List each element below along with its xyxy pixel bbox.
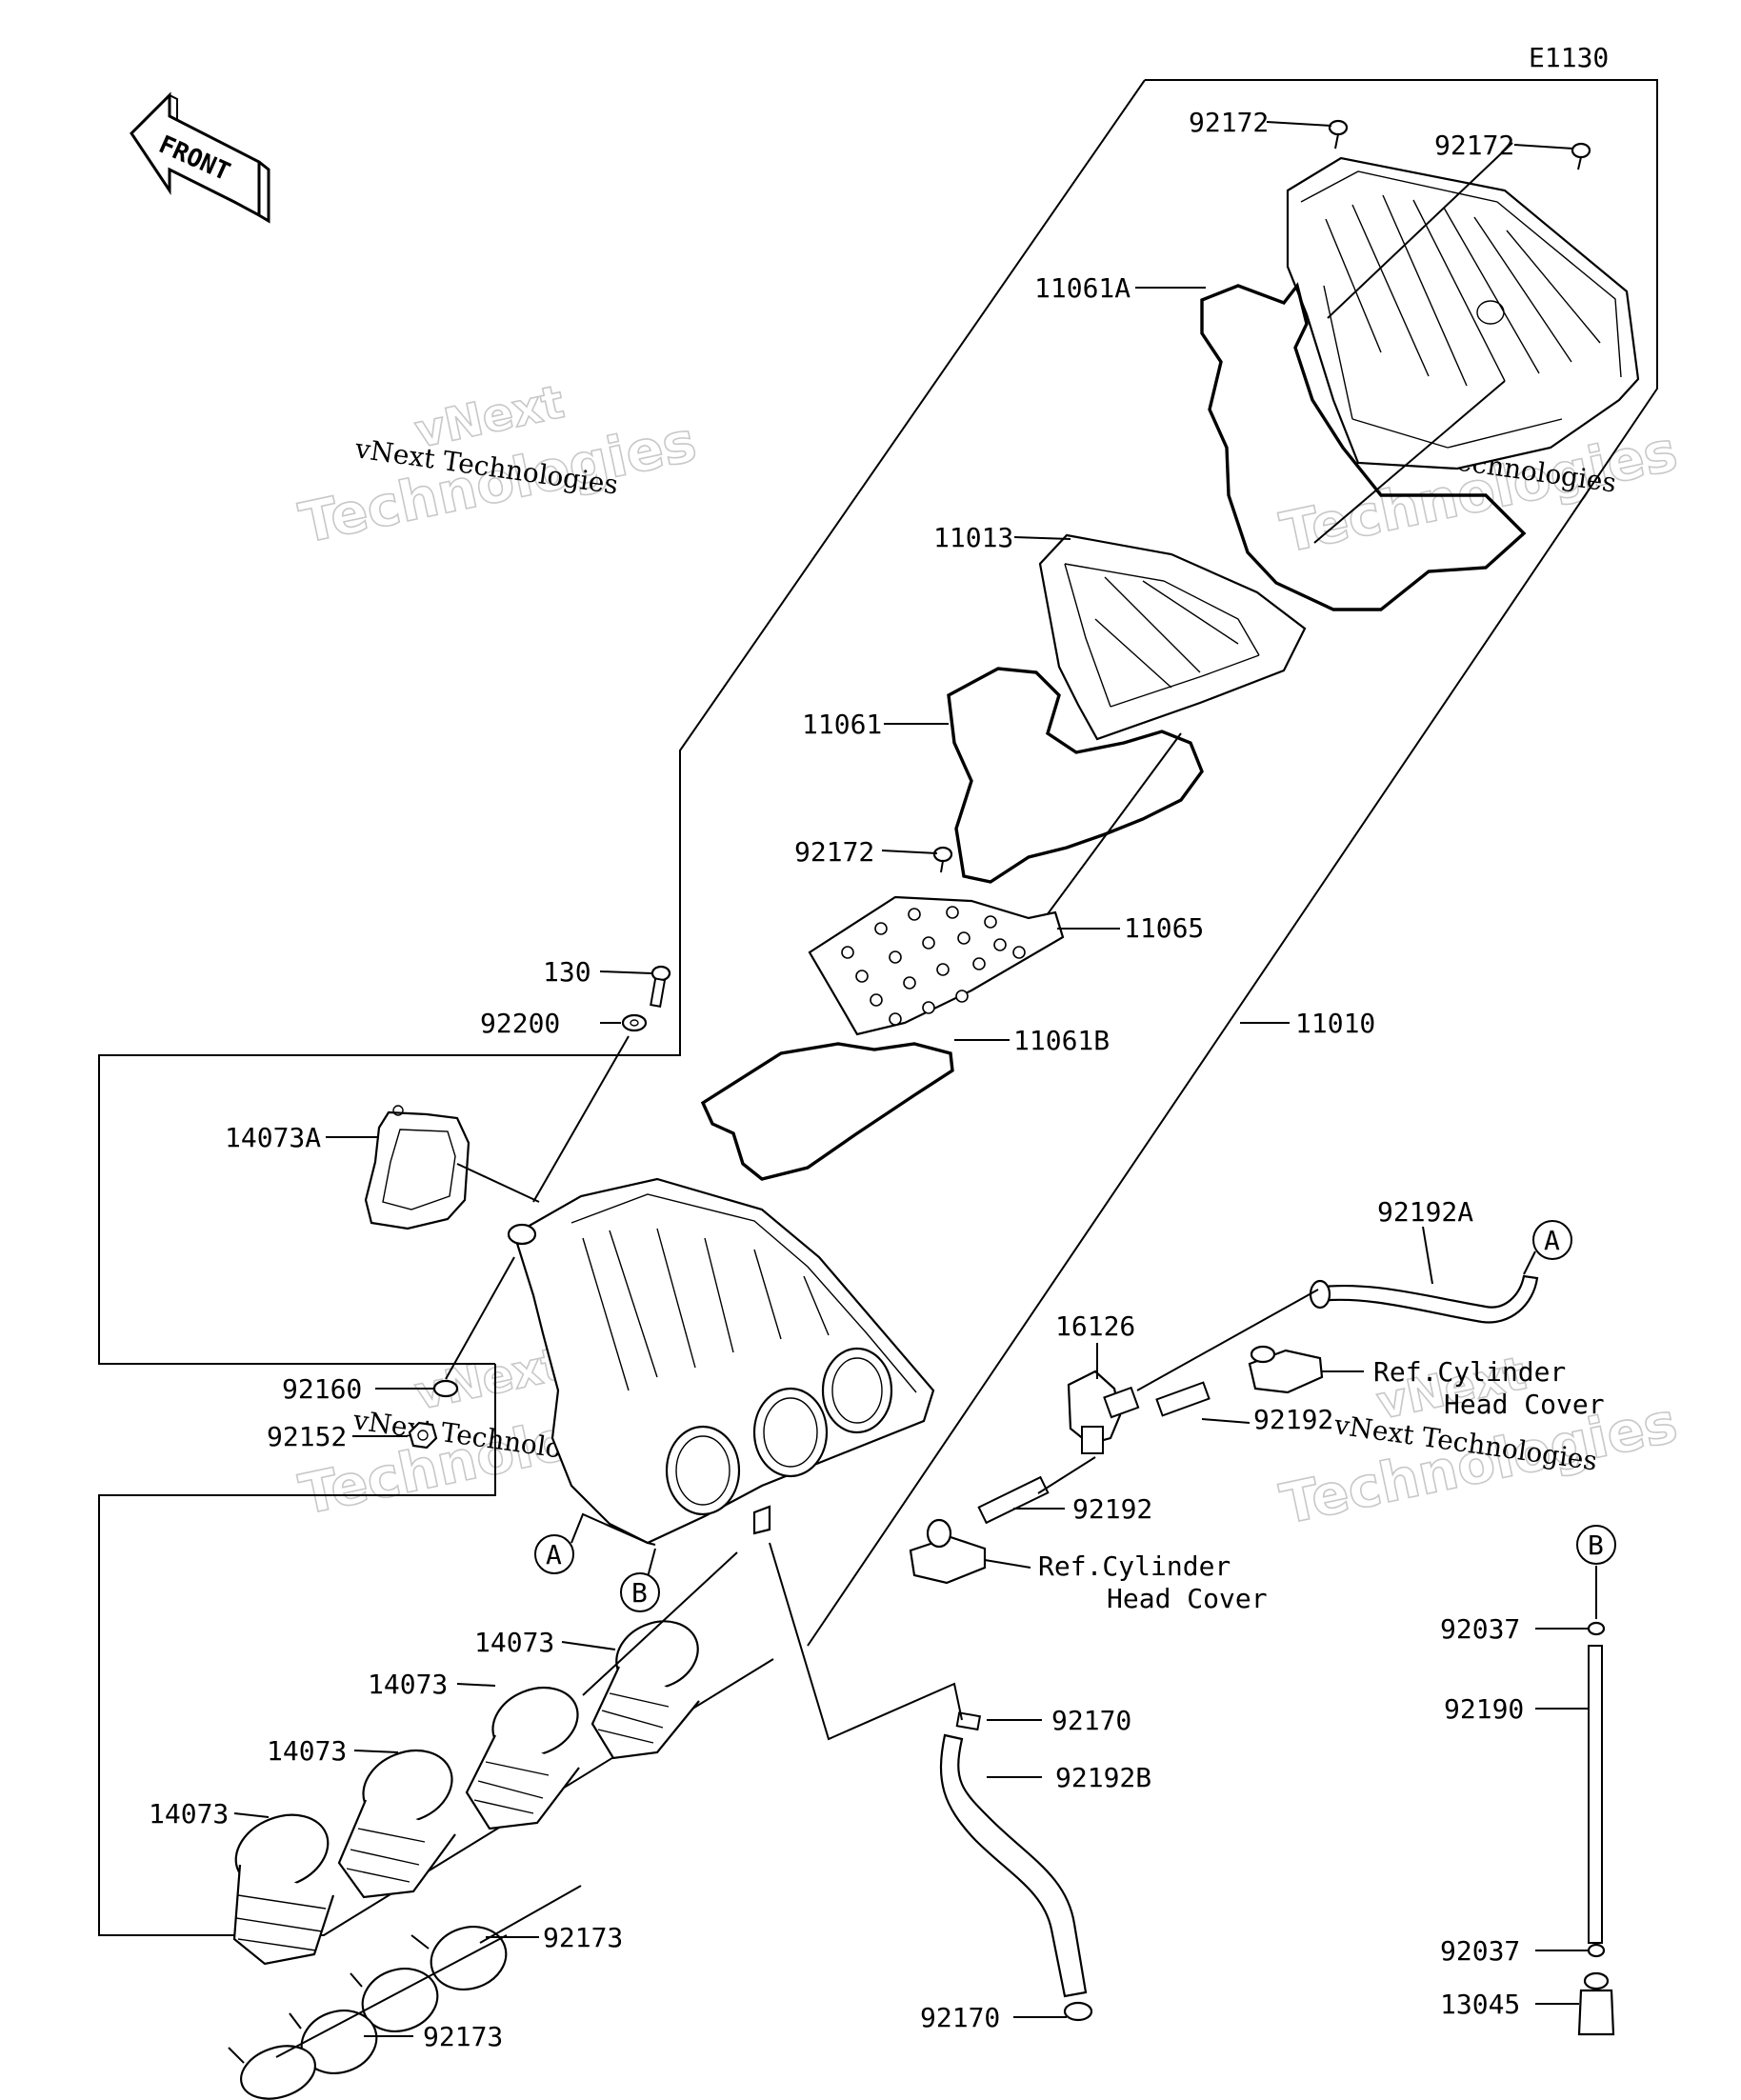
label-130: 130 [543,956,591,988]
clamp-92173-c [289,2010,378,2074]
label-11010: 11010 [1295,1008,1375,1039]
label-14073-b: 14073 [368,1669,448,1700]
clamp-92173-a [410,1926,508,1990]
gasket-11061a [1200,282,1527,611]
label-92200: 92200 [480,1008,560,1039]
label-92173-a: 92173 [543,1922,623,1953]
funnel-14073-d [232,1813,335,1966]
leader-11061-inner [1032,732,1182,934]
ref-upper-line1: Ref.Cylinder [1373,1356,1566,1388]
label-11061b: 11061B [1013,1025,1110,1056]
connector-b-right-label: B [1588,1530,1604,1561]
grommet-92160 [432,1379,459,1398]
label-92037-a: 92037 [1440,1613,1520,1645]
label-92192-a: 92192 [1253,1404,1333,1435]
connector-a-bottom: A [534,1534,574,1574]
label-92172-a: 92172 [1189,107,1269,138]
leader-lines [233,121,1589,2037]
label-14073a: 14073A [225,1122,321,1153]
ref-lower-line2: Head Cover [1107,1583,1268,1614]
nut-92152 [408,1421,438,1450]
label-92173-b: 92173 [423,2021,503,2052]
funnel-14073-b [465,1686,580,1830]
leader-washer-down [532,1035,630,1203]
filter-element-11013 [1038,533,1307,741]
leader-grommet-up [445,1256,515,1380]
leader-clamp-b [275,1934,508,2058]
bracket-14073a [364,1105,470,1230]
connector-a-bottom-label: A [546,1539,562,1570]
valve-16126 [1067,1370,1140,1454]
clip-92170-a [955,1711,982,1731]
screw-92172-a [1328,119,1349,150]
label-92172-b: 92172 [1434,130,1514,161]
leader-92192a [1136,1289,1319,1391]
hose-92192a [1309,1274,1539,1324]
front-arrow-icon: FRONT [130,91,270,224]
clip-92037-b [1587,1943,1606,1958]
gasket-11061 [947,667,1204,884]
label-92192a: 92192A [1377,1196,1473,1228]
plug-13045 [1577,1971,1615,2036]
funnel-14073-a [590,1620,700,1760]
leader-hose-92192b [769,1542,963,1741]
screw-92172-c [932,846,953,873]
label-92192b: 92192B [1055,1762,1151,1793]
label-92160: 92160 [282,1373,362,1405]
part-labels: 92172 92172 11061A 11013 11061 92172 110… [149,107,1524,2052]
hose-92192b [939,1733,1088,1998]
label-11061a: 11061A [1034,272,1131,304]
airbox-lower-case [507,1177,935,1545]
tube-92190 [1588,1645,1603,1944]
label-92152: 92152 [267,1421,347,1452]
air-cleaner-top-cover [1286,156,1640,470]
label-13045: 13045 [1440,1989,1520,2020]
screw-92172-b [1571,142,1591,170]
ref-fitting-lower [909,1518,987,1585]
label-92037-b: 92037 [1440,1935,1520,1967]
connector-a-top-label: A [1544,1225,1560,1256]
connector-b-bottom: B [620,1572,660,1612]
ref-upper-line2: Head Cover [1444,1389,1605,1420]
connector-a-top: A [1532,1220,1572,1260]
label-11065: 11065 [1124,912,1204,944]
label-11061: 11061 [802,709,882,740]
gasket-11061b [700,1042,954,1181]
connector-b-right: B [1576,1525,1616,1565]
bolt-130 [650,965,671,1008]
label-92170-b: 92170 [920,2002,1000,2033]
clip-92170-b [1063,2001,1093,2022]
hose-92192-upper [1155,1381,1211,1417]
leader-92192-lower [1037,1456,1096,1494]
watermark-large-3a: vNext [410,1337,569,1421]
label-14073-a: 14073 [474,1627,554,1658]
leader-11061a-inner [1313,380,1506,544]
label-92170-a: 92170 [1051,1705,1131,1736]
washer-92200 [621,1013,648,1032]
hose-92192-lower [977,1475,1050,1525]
funnel-14073-c [337,1749,456,1899]
clip-92037-a [1587,1621,1606,1636]
label-14073-c: 14073 [267,1735,347,1767]
label-92192-b: 92192 [1072,1493,1152,1525]
ref-lower-line1: Ref.Cylinder [1038,1550,1231,1582]
ref-fitting-upper [1248,1345,1324,1394]
plate-11065 [808,895,1065,1036]
connector-b-bottom-label: B [631,1577,648,1609]
label-92172-c: 92172 [794,836,874,868]
clamp-92173-d [228,2045,316,2100]
label-16126: 16126 [1055,1310,1135,1342]
label-14073-d: 14073 [149,1798,229,1830]
ref-labels: Ref.Cylinder Head Cover Ref.Cylinder Hea… [1038,1356,1605,1614]
diagram-code: E1130 [1529,42,1609,73]
leader-clamp-a [479,1885,582,1944]
leader-funnel-a [582,1551,738,1696]
label-11013: 11013 [933,522,1013,553]
leader-14073a-inner [456,1163,540,1203]
label-92190: 92190 [1444,1693,1524,1725]
